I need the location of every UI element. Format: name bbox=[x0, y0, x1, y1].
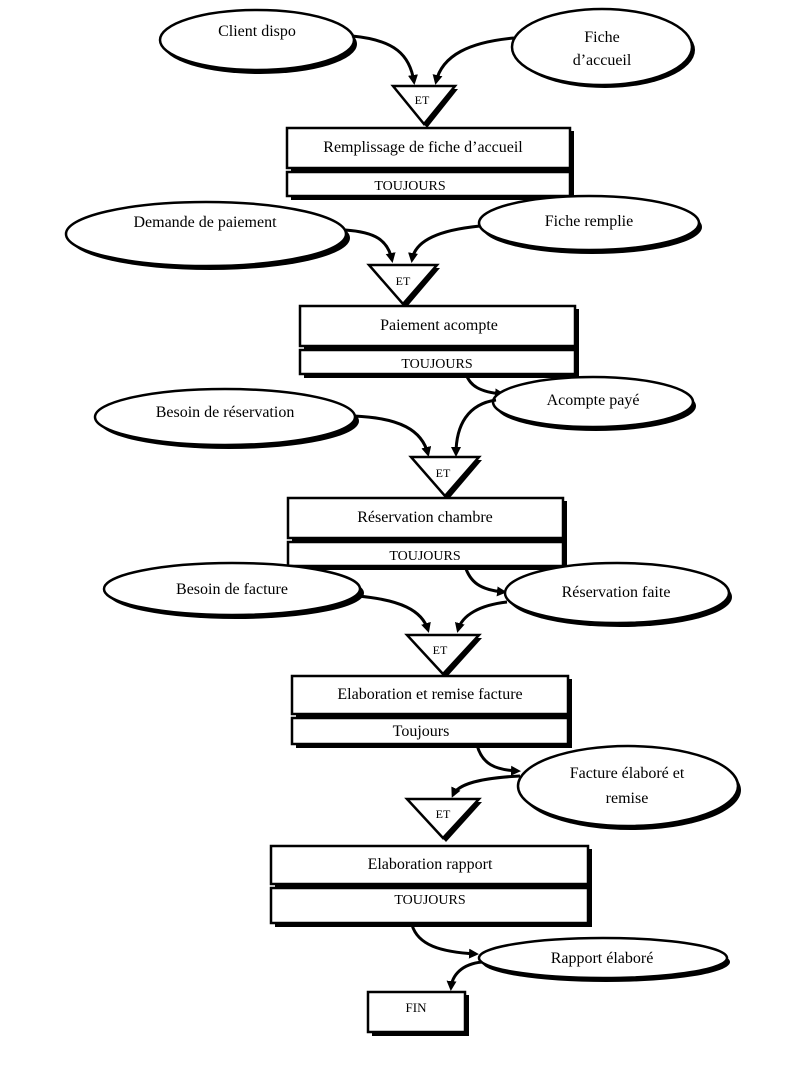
arrow-client-to-et1 bbox=[351, 34, 418, 85]
operation-elaboration-rapport-title: Elaboration rapport bbox=[368, 856, 493, 873]
arrow-faite-to-et4 bbox=[454, 600, 508, 633]
synchro-et-5: ET bbox=[404, 797, 482, 842]
event-fiche-remplie: Fiche remplie bbox=[477, 194, 702, 254]
synchro-et-5-label: ET bbox=[436, 807, 451, 821]
event-acompte-paye-label: Acompte payé bbox=[547, 392, 640, 409]
synchro-et-2: ET bbox=[366, 263, 440, 308]
event-besoin-facture: Besoin de facture bbox=[102, 561, 364, 619]
end-fin-label: FIN bbox=[406, 1000, 428, 1015]
synchro-et-1: ET bbox=[390, 84, 458, 128]
operation-reservation-chambre: Réservation chambre TOUJOURS bbox=[286, 496, 567, 570]
arrow-acompte-to-et3 bbox=[451, 398, 497, 457]
operation-elaboration-facture-rule: Toujours bbox=[393, 723, 450, 740]
operation-remplissage-title: Remplissage de fiche d’accueil bbox=[323, 139, 523, 156]
event-reservation-faite-label: Réservation faite bbox=[562, 584, 671, 601]
arrow-elabore-to-et5 bbox=[451, 774, 521, 798]
synchro-et-1-label: ET bbox=[415, 93, 430, 107]
event-fiche-accueil-label-1: Fiche bbox=[584, 29, 620, 46]
event-fiche-remplie-label: Fiche remplie bbox=[545, 213, 633, 230]
operation-elaboration-facture: Elaboration et remise facture Toujours bbox=[290, 674, 572, 748]
event-client-dispo-label: Client dispo bbox=[218, 23, 296, 40]
operation-paiement-acompte-title: Paiement acompte bbox=[380, 317, 498, 334]
event-fiche-accueil-label-2: d’accueil bbox=[573, 52, 632, 69]
synchro-et-3-label: ET bbox=[436, 466, 451, 480]
arrow-rapport-to-elabore bbox=[410, 924, 479, 959]
event-facture-elabore-label-2: remise bbox=[606, 790, 649, 807]
arrow-demande-to-et2 bbox=[344, 228, 396, 263]
arrow-facture-to-elabore bbox=[475, 744, 521, 776]
operation-remplissage-rule: TOUJOURS bbox=[374, 179, 445, 194]
event-client-dispo: Client dispo bbox=[158, 8, 357, 74]
event-demande-paiement: Demande de paiement bbox=[64, 200, 350, 270]
synchro-et-4-label: ET bbox=[433, 643, 448, 657]
operation-reservation-chambre-rule: TOUJOURS bbox=[389, 549, 460, 564]
event-facture-elabore: Facture élaboré et remise bbox=[516, 744, 741, 830]
operation-elaboration-rapport: Elaboration rapport TOUJOURS bbox=[269, 844, 592, 927]
event-besoin-reservation-label: Besoin de réservation bbox=[156, 404, 295, 421]
arrow-remplie-to-et2 bbox=[408, 224, 481, 263]
event-acompte-paye: Acompte payé bbox=[491, 375, 696, 431]
operation-elaboration-rapport-rule: TOUJOURS bbox=[394, 893, 465, 908]
synchro-et-4: ET bbox=[404, 633, 482, 678]
event-besoin-reservation: Besoin de réservation bbox=[93, 387, 359, 449]
operation-remplissage: Remplissage de fiche d’accueil TOUJOURS bbox=[285, 126, 574, 200]
operation-reservation-chambre-title: Réservation chambre bbox=[357, 509, 493, 526]
arrow-reservation-to-faite bbox=[463, 565, 507, 597]
arrow-besoin-facture-to-et4 bbox=[357, 594, 431, 633]
arrow-besoin-reservation-to-et3 bbox=[353, 414, 432, 457]
end-fin: FIN bbox=[366, 990, 469, 1036]
arrow-rapport-elabore-to-fin bbox=[446, 960, 483, 991]
synchro-et-2-label: ET bbox=[396, 274, 411, 288]
operation-elaboration-facture-title: Elaboration et remise facture bbox=[337, 686, 522, 703]
arrow-fiche-to-et1 bbox=[432, 36, 515, 85]
event-rapport-elabore: Rapport élaboré bbox=[477, 936, 730, 982]
event-rapport-elabore-label: Rapport élaboré bbox=[551, 950, 654, 967]
event-demande-paiement-label: Demande de paiement bbox=[133, 214, 277, 231]
event-reservation-faite: Réservation faite bbox=[503, 561, 732, 627]
event-besoin-facture-label: Besoin de facture bbox=[176, 581, 288, 598]
event-fiche-accueil: Fiche d’accueil bbox=[510, 7, 695, 88]
operation-paiement-acompte-rule: TOUJOURS bbox=[401, 357, 472, 372]
event-facture-elabore-label-1: Facture élaboré et bbox=[570, 765, 685, 782]
operation-paiement-acompte: Paiement acompte TOUJOURS bbox=[298, 304, 579, 378]
synchro-et-3: ET bbox=[408, 455, 482, 500]
